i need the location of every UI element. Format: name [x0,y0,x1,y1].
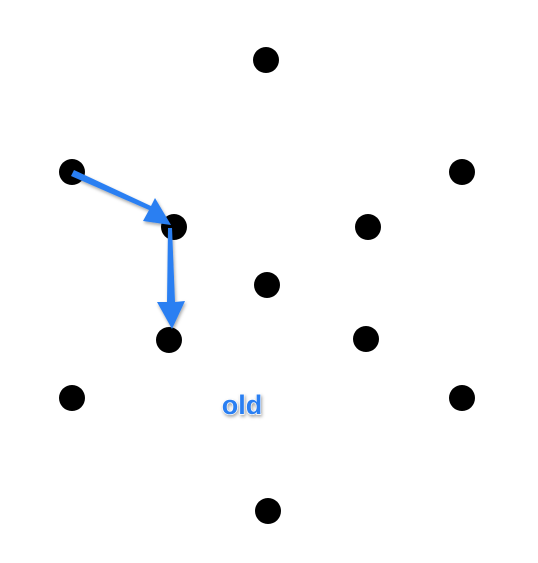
dot-center [254,272,280,298]
arrow-2 [157,228,185,329]
dot-upper-right [449,159,475,185]
arrow-1 [71,170,171,225]
dot-lower-left [59,385,85,411]
dot-inner-upper-right [355,214,381,240]
arrows-group [71,170,185,329]
diagram-label: old [222,390,263,420]
dot-lower-right [449,385,475,411]
dot-bottom [255,498,281,524]
dot-upper-left [59,159,85,185]
dot-inner-lower-right [353,326,379,352]
dot-inner-lower-left [156,327,182,353]
dots-group [59,47,475,524]
dot-top [253,47,279,73]
